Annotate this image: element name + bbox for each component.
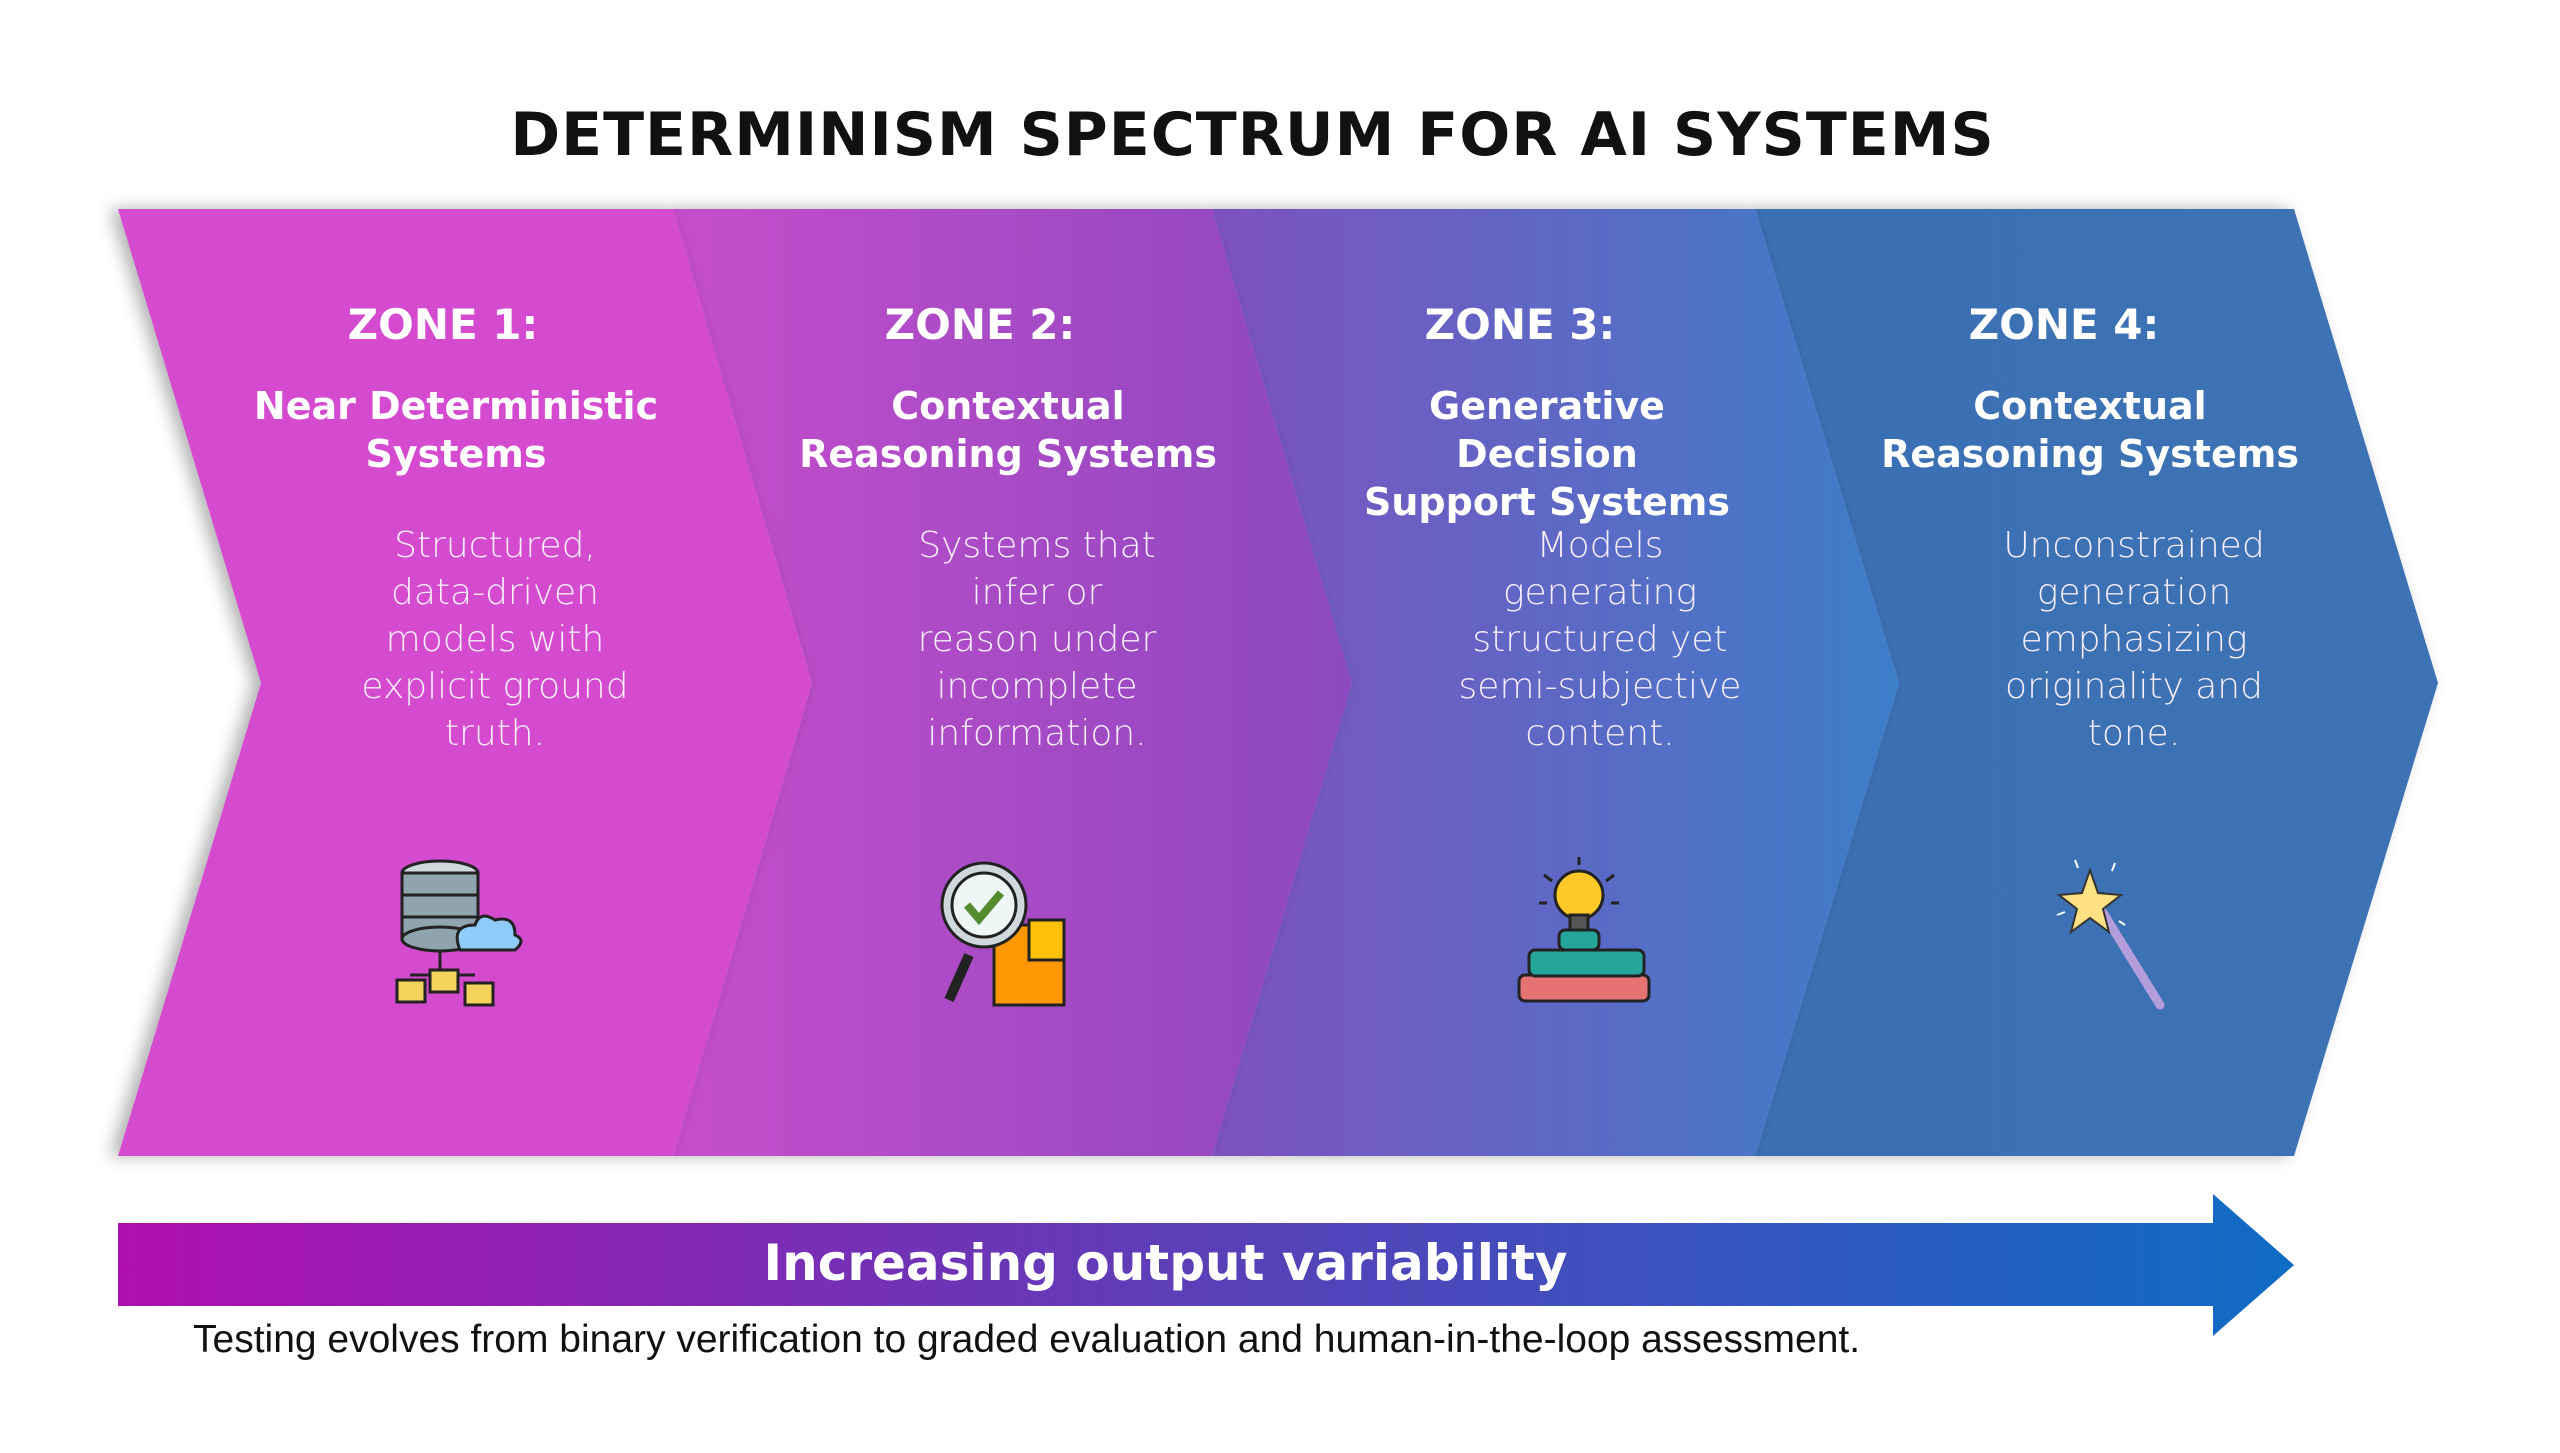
- description-line: models with: [385, 619, 605, 660]
- description-line: incomplete: [936, 666, 1138, 707]
- zone-3-subtitle: Generative Decision Support Systems: [1337, 382, 1757, 526]
- magnifier-check-chart-icon: [940, 861, 1066, 1007]
- description-line: data-driven: [390, 572, 599, 613]
- subtitle-line: Contextual: [891, 384, 1125, 428]
- description-line: structured yet: [1472, 619, 1728, 660]
- zone-3-description: Models generating structured yet semi-su…: [1440, 522, 1760, 757]
- footer-caption: Testing evolves from binary verification…: [193, 1318, 1861, 1361]
- lightbulb-books-icon: [1517, 857, 1651, 1003]
- description-line: reason under: [917, 619, 1157, 660]
- chevron-zone-3: [1212, 209, 1899, 1156]
- description-line: Models: [1536, 525, 1664, 566]
- zone-4-description: Unconstrained generation emphasizing ori…: [1974, 522, 2294, 757]
- description-line: truth.: [444, 713, 546, 754]
- chevron-zone-4: [1755, 209, 2438, 1156]
- magic-wand-icon: [2056, 859, 2165, 1010]
- description-line: content.: [1525, 713, 1675, 754]
- description-line: emphasizing: [2020, 619, 2248, 660]
- zone-3-label: ZONE 3:: [1424, 300, 1616, 349]
- chevron-zone-2: [673, 209, 1352, 1156]
- description-line: tone.: [2087, 713, 2181, 754]
- chevron-zone-1: [118, 209, 812, 1156]
- zone-2-subtitle: Contextual Reasoning Systems: [798, 382, 1218, 478]
- subtitle-line: Support Systems: [1364, 480, 1730, 524]
- subtitle-line: Near Deterministic: [253, 384, 659, 428]
- page-title: DETERMINISM SPECTRUM FOR AI SYSTEMS: [510, 100, 1995, 170]
- description-line: infer or: [971, 572, 1103, 613]
- description-line: generation: [2036, 572, 2232, 613]
- variability-arrow: [118, 1194, 2294, 1336]
- subtitle-line: Systems: [365, 432, 547, 476]
- subtitle-line: Contextual: [1973, 384, 2207, 428]
- zone-1-label: ZONE 1:: [347, 300, 539, 349]
- description-line: information.: [927, 713, 1147, 754]
- description-line: Systems that: [918, 525, 1156, 566]
- zone-1-description: Structured, data-driven models with expl…: [335, 522, 655, 757]
- zone-1-subtitle: Near Deterministic Systems: [246, 382, 666, 478]
- subtitle-line: Reasoning Systems: [1881, 432, 2299, 476]
- description-line: Structured,: [394, 525, 596, 566]
- database-cloud-icon: [395, 859, 523, 1007]
- description-line: explicit ground: [361, 666, 629, 707]
- subtitle-line: Reasoning Systems: [799, 432, 1217, 476]
- zone-4-subtitle: Contextual Reasoning Systems: [1880, 382, 2300, 478]
- description-line: Unconstrained: [2003, 525, 2265, 566]
- zone-4-label: ZONE 4:: [1968, 300, 2160, 349]
- variability-arrow-label: Increasing output variability: [763, 1234, 1568, 1292]
- zone-2-description: Systems that infer or reason under incom…: [877, 522, 1197, 757]
- description-line: semi-subjective: [1458, 666, 1742, 707]
- description-line: originality and: [2005, 666, 2263, 707]
- subtitle-line: Generative Decision: [1429, 384, 1665, 476]
- description-line: generating: [1502, 572, 1698, 613]
- zone-2-label: ZONE 2:: [884, 300, 1076, 349]
